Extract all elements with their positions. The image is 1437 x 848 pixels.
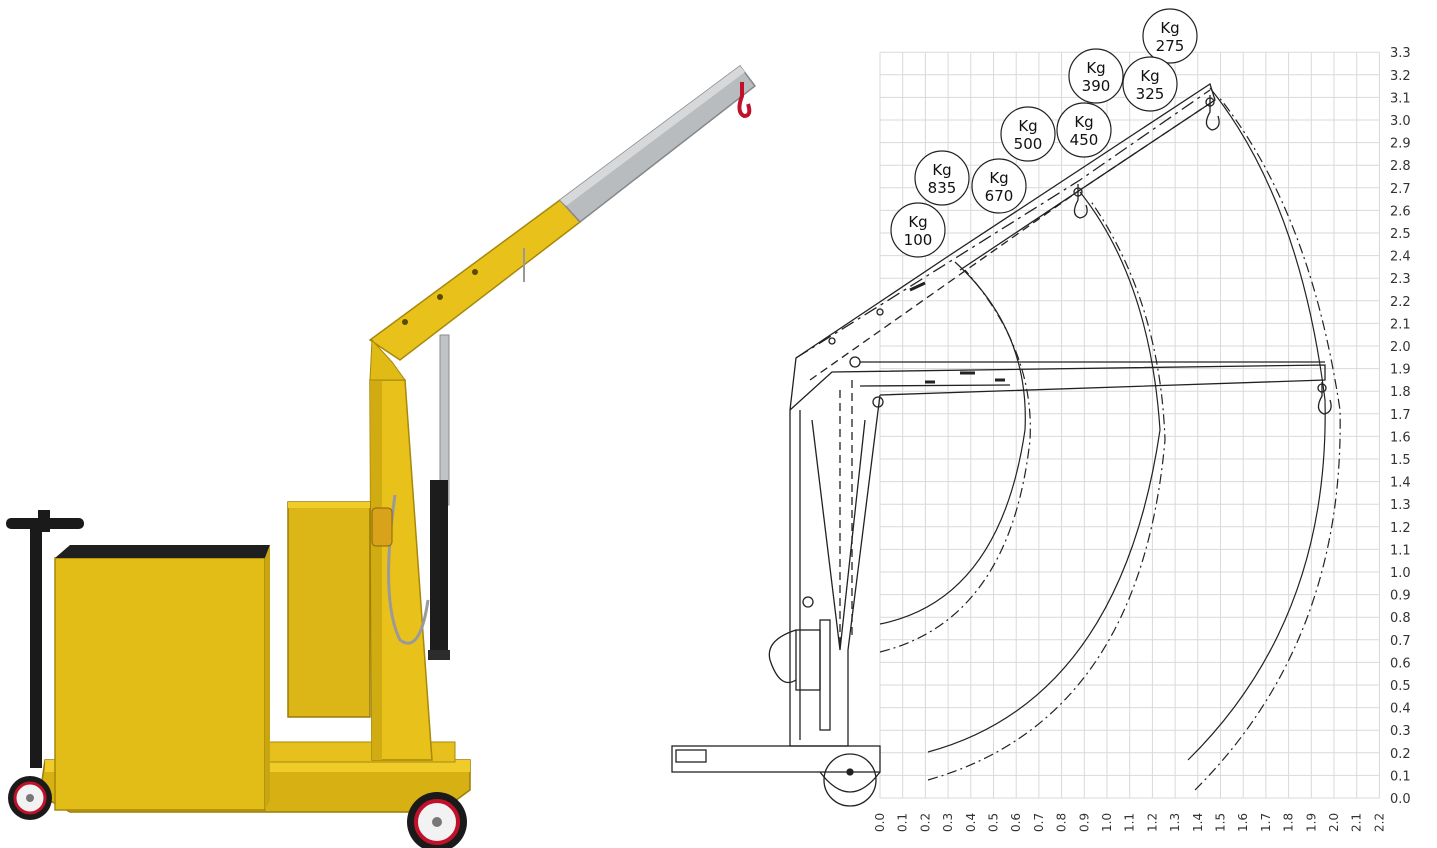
hook-icon: [1205, 95, 1220, 131]
y-tick-label: 1.5: [1390, 453, 1411, 468]
y-tick-label: 1.1: [1390, 543, 1411, 558]
x-tick-label: 0.2: [918, 813, 932, 832]
crane-line-drawing: [671, 82, 1332, 807]
badge-unit: Kg: [1074, 113, 1093, 131]
badge-value: 450: [1070, 131, 1099, 149]
y-tick-label: 2.5: [1390, 227, 1411, 242]
x-tick-label: 1.0: [1100, 813, 1114, 832]
hook-icon: [1073, 184, 1088, 219]
x-tick-label: 1.8: [1282, 813, 1296, 832]
y-tick-label: 2.6: [1390, 204, 1411, 219]
x-tick-label: 1.7: [1259, 813, 1273, 832]
y-tick-label: 0.7: [1390, 634, 1411, 649]
y-tick-label: 1.2: [1390, 521, 1411, 536]
x-tick-label: 0.5: [987, 813, 1001, 832]
y-tick-label: 3.3: [1390, 46, 1411, 61]
badge-unit: Kg: [932, 161, 951, 179]
y-tick-label: 0.4: [1390, 702, 1411, 717]
y-tick-label: 2.9: [1390, 137, 1411, 152]
y-tick-label: 0.8: [1390, 611, 1411, 626]
x-tick-label: 2.0: [1327, 813, 1341, 832]
x-tick-label: 1.4: [1191, 813, 1205, 832]
badge-unit: Kg: [1160, 19, 1179, 37]
badge-value: 100: [904, 231, 933, 249]
y-tick-label: 0.3: [1390, 724, 1411, 739]
x-tick-label: 0.4: [964, 813, 978, 832]
x-tick-label: 1.6: [1236, 813, 1250, 832]
badge-unit: Kg: [908, 213, 927, 231]
y-tick-label: 2.1: [1390, 317, 1411, 332]
x-tick-label: 0.0: [873, 813, 887, 832]
y-tick-label: 2.2: [1390, 295, 1411, 310]
wheel-icon: [8, 776, 52, 820]
badge-value: 275: [1156, 37, 1185, 55]
x-tick-label: 1.1: [1123, 813, 1137, 832]
y-tick-label: 1.4: [1390, 476, 1411, 491]
x-tick-label: 1.5: [1214, 813, 1228, 832]
crane-photo: [6, 64, 757, 848]
badge-value: 500: [1014, 135, 1043, 153]
badge-value: 835: [928, 179, 957, 197]
y-tick-label: 1.6: [1390, 430, 1411, 445]
wheel-icon: [407, 792, 467, 848]
hook-icon: [1317, 382, 1332, 415]
y-tick-label: 0.1: [1390, 769, 1411, 784]
badge-value: 670: [985, 187, 1014, 205]
y-tick-label: 2.4: [1390, 250, 1411, 265]
y-tick-label: 3.1: [1390, 91, 1411, 106]
y-tick-label: 0.2: [1390, 747, 1411, 762]
badge-unit: Kg: [1140, 67, 1159, 85]
x-tick-label: 1.3: [1168, 813, 1182, 832]
y-tick-label: 2.0: [1390, 340, 1411, 355]
x-tick-label: 0.1: [896, 813, 910, 832]
x-tick-label: 0.3: [941, 813, 955, 832]
reach-arcs: [879, 87, 1341, 791]
badge-value: 390: [1082, 77, 1111, 95]
badge-unit: Kg: [1086, 59, 1105, 77]
x-tick-label: 0.9: [1077, 813, 1091, 832]
y-tick-label: 2.3: [1390, 272, 1411, 287]
y-tick-label: 1.8: [1390, 385, 1411, 400]
y-axis-labels: 0.0 0.1 0.2 0.3 0.4 0.5 0.6 0.7 0.8 0.9 1.0 1.1 1.2 1…: [1390, 46, 1411, 807]
y-tick-label: 3.2: [1390, 69, 1411, 84]
badge-unit: Kg: [1018, 117, 1037, 135]
x-tick-label: 1.9: [1304, 813, 1318, 832]
badge-unit: Kg: [989, 169, 1008, 187]
x-tick-label: 0.7: [1032, 813, 1046, 832]
y-tick-label: 2.8: [1390, 159, 1411, 174]
y-tick-label: 0.9: [1390, 589, 1411, 604]
y-tick-label: 1.0: [1390, 566, 1411, 581]
y-tick-label: 0.6: [1390, 656, 1411, 671]
x-tick-label: 2.1: [1350, 813, 1364, 832]
y-tick-label: 3.0: [1390, 114, 1411, 129]
y-tick-label: 2.7: [1390, 182, 1411, 197]
x-tick-label: 0.6: [1009, 813, 1023, 832]
x-tick-label: 1.2: [1145, 813, 1159, 832]
badge-value: 325: [1136, 85, 1165, 103]
x-axis-labels: 0.0 0.1 0.2 0.3 0.4 0.5 0.6 0.7 0.8 0.9 1.0 1.1 1.2 1…: [873, 813, 1386, 832]
x-tick-label: 0.8: [1055, 813, 1069, 832]
x-tick-label: 2.2: [1372, 813, 1386, 832]
y-tick-label: 1.3: [1390, 498, 1411, 513]
y-tick-label: 0.0: [1390, 792, 1411, 807]
y-tick-label: 1.7: [1390, 408, 1411, 423]
y-tick-label: 0.5: [1390, 679, 1411, 694]
y-tick-label: 1.9: [1390, 363, 1411, 378]
